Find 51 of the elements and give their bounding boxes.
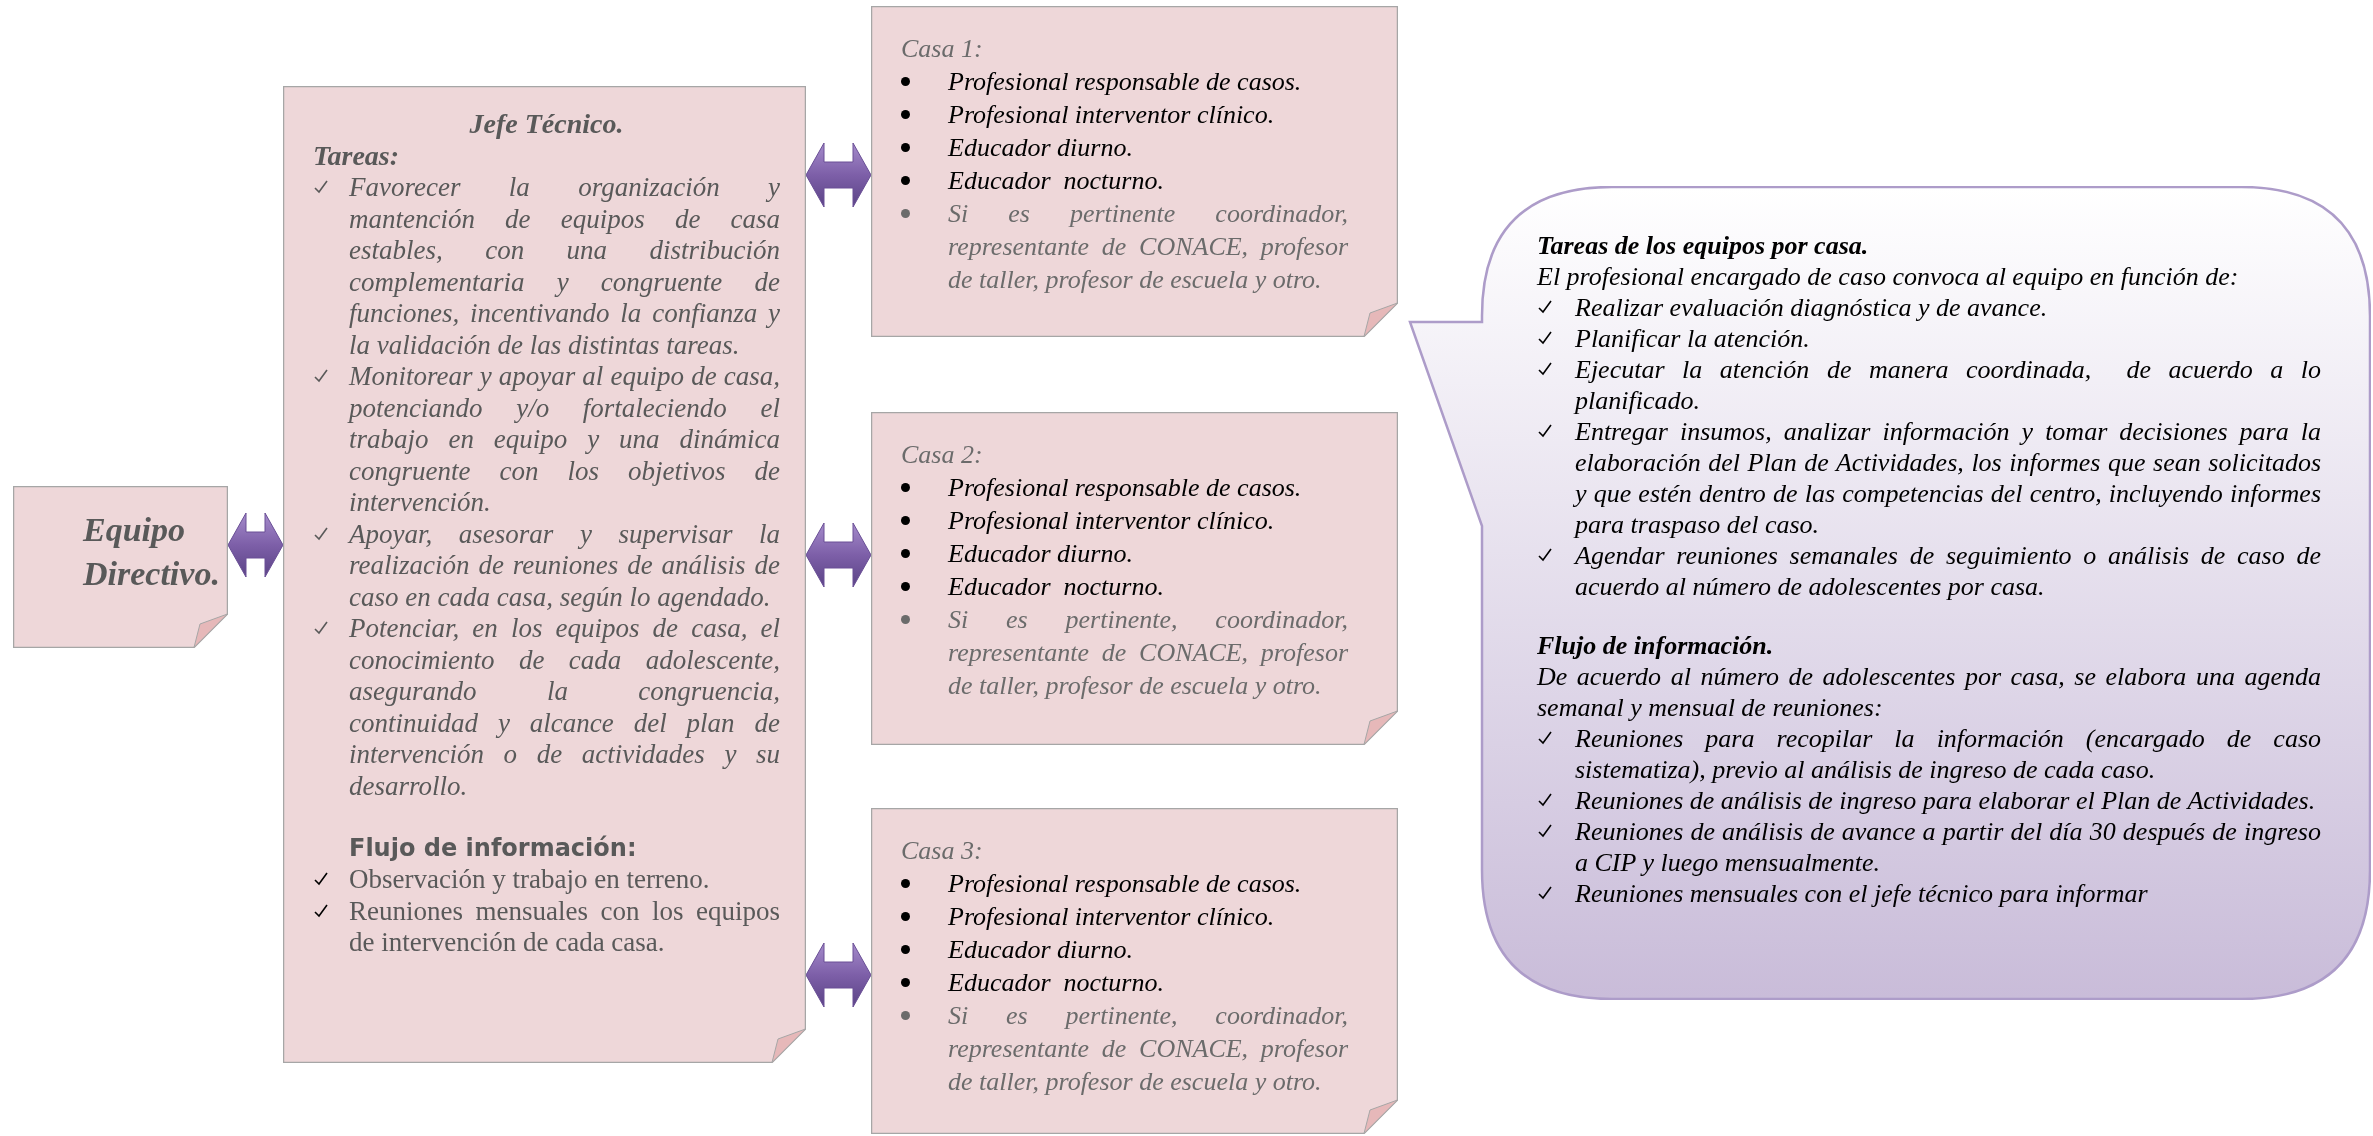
list-item-text: Educador nocturno. bbox=[948, 165, 1165, 197]
list-item-text: Apoyar, asesorar y supervisar la realización de reuniones de análisis de caso en cada casa, según lo agendado. bbox=[349, 518, 780, 613]
list-item-text: Educador diurno. bbox=[948, 538, 1134, 570]
note-box bbox=[871, 6, 1398, 337]
section-heading: Tareas: bbox=[313, 140, 400, 172]
list-item-text: Educador nocturno. bbox=[948, 571, 1165, 603]
double-arrow bbox=[805, 942, 872, 1008]
list-item-text: Profesional responsable de casos. bbox=[948, 66, 1303, 98]
section-heading: Tareas de los equipos por casa. bbox=[1537, 230, 1869, 261]
section-heading: Flujo de información. bbox=[1537, 630, 1774, 661]
list-item-text: Favorecer la organización y mantención de equipos de casa estables, con una distribución complementaria y congruente de funciones, incentivando la confianza y la validación de las distintas tareas. bbox=[349, 172, 780, 361]
list-item-text: Profesional interventor clínico. bbox=[948, 99, 1276, 131]
list-item-text: Reuniones mensuales con los equipos de intervención de cada casa. bbox=[349, 895, 780, 959]
note-box bbox=[13, 486, 228, 648]
list-item-text: Ejecutar la atención de manera coordinada, de acuerdo a lo planificado. bbox=[1575, 354, 2321, 416]
list-item-text: Si es pertinente, coordinador, representante de CONACE, profesor de taller, profesor de escuela y otro. bbox=[948, 1000, 1348, 1098]
list-item-text: Profesional responsable de casos. bbox=[948, 472, 1303, 504]
section-heading: Flujo de información: bbox=[349, 833, 637, 864]
box-heading: Casa 3: bbox=[901, 835, 983, 867]
list-item-text: Si es pertinente coordinador, representante de CONACE, profesor de taller, profesor de escuela y otro. bbox=[948, 198, 1348, 296]
list-item-text: Educador diurno. bbox=[948, 934, 1134, 966]
double-arrow bbox=[227, 512, 284, 578]
box-heading: Equipo Directivo. bbox=[83, 510, 220, 594]
double-arrow bbox=[805, 142, 872, 208]
box-heading: Casa 2: bbox=[901, 439, 983, 471]
list-item-text: Profesional responsable de casos. bbox=[948, 868, 1303, 900]
list-item-text: Realizar evaluación diagnóstica y de avance. bbox=[1575, 292, 2049, 323]
box-heading: Jefe Técnico. bbox=[469, 108, 624, 140]
list-item-text: Profesional interventor clínico. bbox=[948, 901, 1276, 933]
list-item-text: Profesional interventor clínico. bbox=[948, 505, 1276, 537]
list-item-text: Reuniones para recopilar la información (encargado de caso sistematiza), previo al análisis de ingreso de cada caso. bbox=[1575, 723, 2321, 785]
list-item-text: Planificar la atención. bbox=[1575, 323, 1811, 354]
list-item-text: Reuniones mensuales con el jefe técnico para informar bbox=[1575, 878, 2149, 909]
list-item-text: Monitorear y apoyar al equipo de casa, potenciando y/o fortaleciendo el trabajo en equipo y una dinámica congruente con los objetivos de intervención. bbox=[349, 361, 780, 519]
box-heading: Casa 1: bbox=[901, 33, 983, 65]
list-item-text: Entregar insumos, analizar información y tomar decisiones para la elaboración del Plan de Actividades, los informes que sean solicitados y que estén dentro de las competencias del centro, incluyendo informes para traspaso del caso. bbox=[1575, 416, 2321, 540]
paragraph-text: El profesional encargado de caso convoca al equipo en función de: bbox=[1537, 261, 2240, 292]
speech-callout bbox=[1405, 186, 2371, 1000]
note-box bbox=[871, 412, 1398, 745]
list-item-text: Agendar reuniones semanales de seguimiento o análisis de caso de acuerdo al número de adolescentes por casa. bbox=[1575, 540, 2321, 602]
note-box bbox=[283, 86, 806, 1063]
note-box bbox=[871, 808, 1398, 1134]
list-item-text: Reuniones de análisis de avance a partir del día 30 después de ingreso a CIP y luego mensualmente. bbox=[1575, 816, 2321, 878]
list-item-text: Observación y trabajo en terreno. bbox=[349, 864, 711, 896]
list-item-text: Educador nocturno. bbox=[948, 967, 1165, 999]
double-arrow bbox=[805, 522, 872, 588]
list-item-text: Potenciar, en los equipos de casa, el conocimiento de cada adolescente, asegurando la congruencia, continuidad y alcance del plan de intervención o de actividades y su desarrollo. bbox=[349, 613, 780, 802]
list-item-text: Reuniones de análisis de ingreso para elaborar el Plan de Actividades. bbox=[1575, 785, 2317, 816]
paragraph-text: De acuerdo al número de adolescentes por casa, se elabora una agenda semanal y mensual de reuniones: bbox=[1537, 661, 2321, 723]
list-item-text: Educador diurno. bbox=[948, 132, 1134, 164]
list-item-text: Si es pertinente, coordinador, representante de CONACE, profesor de taller, profesor de escuela y otro. bbox=[948, 604, 1348, 702]
